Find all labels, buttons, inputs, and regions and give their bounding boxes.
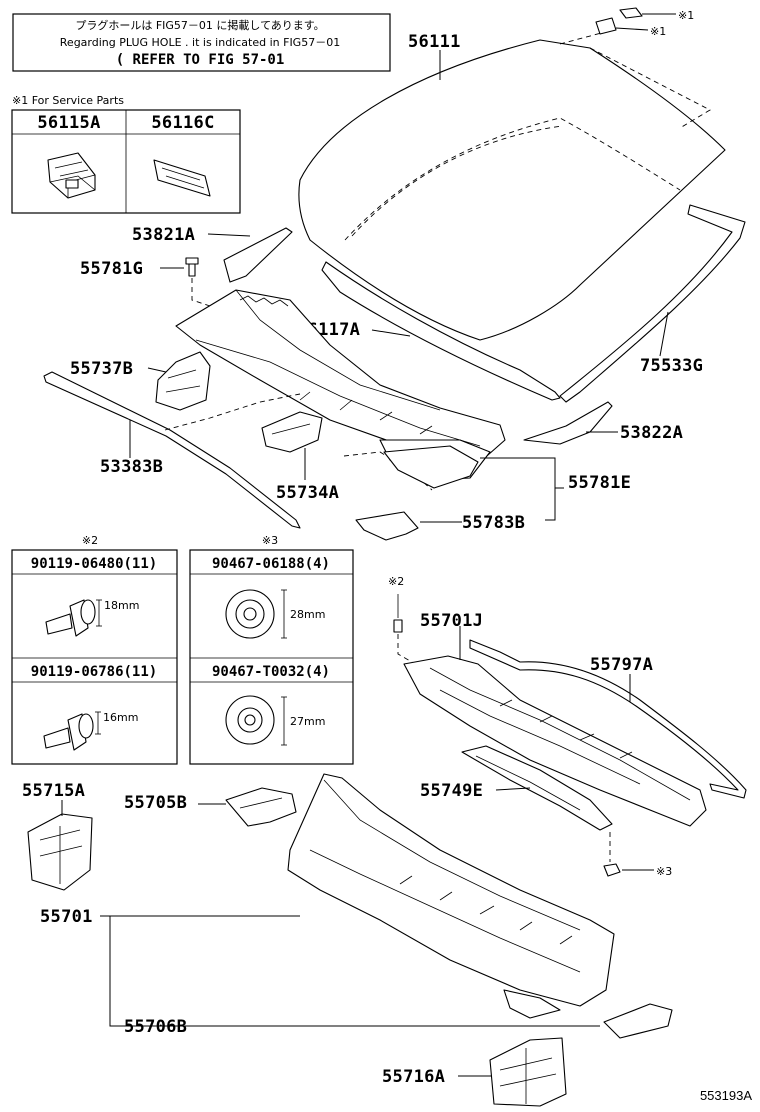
mark-3-table: ※3 <box>262 534 278 547</box>
bolt-mark2 <box>393 594 403 633</box>
clip-27mm-icon <box>225 695 287 746</box>
label-55734A[interactable]: 55734A <box>276 483 339 503</box>
fastener-90467-06188[interactable]: 90467-06188(4) <box>212 556 330 572</box>
label-53383B[interactable]: 53383B <box>100 457 163 477</box>
bolt-18mm-icon <box>45 599 102 637</box>
label-75533G[interactable]: 75533G <box>640 356 703 376</box>
label-55737B[interactable]: 55737B <box>70 359 133 379</box>
mark-3-part: ※3 <box>656 865 672 878</box>
mark-2-table: ※2 <box>82 534 98 547</box>
label-55781G[interactable]: 55781G <box>80 259 143 279</box>
note-line-ref: ( REFER TO FIG 57-01 <box>116 52 285 68</box>
dash-panel-55701[interactable] <box>287 773 615 1019</box>
fastener-90119-06786[interactable]: 90119-06786(11) <box>31 664 157 680</box>
bracket-55715A[interactable] <box>27 813 93 891</box>
leader-56117A <box>371 329 411 337</box>
mark-2-part: ※2 <box>388 575 404 588</box>
leader-55781E <box>480 457 556 521</box>
label-55706B[interactable]: 55706B <box>124 1017 187 1037</box>
bracket-55737B[interactable] <box>155 351 211 411</box>
note-line-ja: プラグホールは FIG57－01 に掲載してあります。 <box>75 18 324 32</box>
seal-55797A[interactable] <box>469 639 747 799</box>
label-55701[interactable]: 55701 <box>40 907 93 927</box>
dim-16mm: 16mm <box>103 711 138 724</box>
service-part-56115A[interactable]: 56115A <box>37 113 100 133</box>
cowl-side-panel-53822A[interactable] <box>523 401 613 445</box>
label-55749E[interactable]: 55749E <box>420 781 483 801</box>
leader-55701 <box>100 915 600 1027</box>
leader-75533G <box>659 311 669 357</box>
leader-53821A <box>207 233 251 237</box>
bolt-16mm-icon <box>43 711 101 751</box>
service-part-56116C[interactable]: 56116C <box>151 113 214 133</box>
label-55705B[interactable]: 55705B <box>124 793 187 813</box>
bracket-55716A[interactable] <box>489 1037 567 1107</box>
bracket-55706B[interactable] <box>603 1003 673 1039</box>
dim-27mm: 27mm <box>290 715 325 728</box>
plug-hole-note: プラグホールは FIG57－01 に掲載してあります。 Regarding PL… <box>12 13 391 72</box>
leader-55749E <box>495 787 531 791</box>
windshield-glass[interactable] <box>298 31 726 341</box>
label-55797A[interactable]: 55797A <box>590 655 653 675</box>
fastener-table-right: ※3 90467-06188(4) 90467-T0032(4) 28mm 27… <box>189 534 354 765</box>
bracket-55705B[interactable] <box>225 787 297 827</box>
nut-mark3 <box>603 863 621 877</box>
figure-reference: 553193A <box>700 1088 752 1103</box>
clip-28mm-icon <box>225 589 287 639</box>
dim-28mm: 28mm <box>290 608 325 621</box>
label-55701J[interactable]: 55701J <box>420 611 483 631</box>
label-55716A[interactable]: 55716A <box>382 1067 445 1087</box>
molding-56117A[interactable] <box>321 261 561 401</box>
mark-1-b: ※1 <box>650 25 666 38</box>
bracket-55734A[interactable] <box>261 411 323 453</box>
cowl-panel-55701J[interactable] <box>403 655 707 827</box>
fastener-90119-06480[interactable]: 90119-06480(11) <box>31 556 157 572</box>
note-line-en: Regarding PLUG HOLE . it is indicated in… <box>60 36 340 49</box>
clip-56116C-drawing <box>153 159 211 197</box>
fastener-90467-T0032[interactable]: 90467-T0032(4) <box>212 664 330 680</box>
label-55715A[interactable]: 55715A <box>22 781 85 801</box>
clip-top <box>595 7 676 35</box>
seal-53383B[interactable] <box>43 371 301 529</box>
label-56111[interactable]: 56111 <box>408 32 461 52</box>
mark-1-a: ※1 <box>678 9 694 22</box>
molding-75533G[interactable] <box>559 204 746 403</box>
service-parts-title: ※1 For Service Parts <box>12 94 124 107</box>
screw-55781G[interactable] <box>185 257 199 277</box>
leader-55737B <box>147 367 167 373</box>
label-55781E[interactable]: 55781E <box>568 473 631 493</box>
fastener-table-left: ※2 90119-06480(11) 90119-06786(11) 18mm … <box>11 534 178 765</box>
label-53822A[interactable]: 53822A <box>620 423 683 443</box>
bracket-55781E[interactable] <box>383 445 479 489</box>
cover-55783B[interactable] <box>355 511 419 541</box>
cowl-side-panel-53821A[interactable] <box>223 227 293 283</box>
label-55783B[interactable]: 55783B <box>462 513 525 533</box>
label-53821A[interactable]: 53821A <box>132 225 195 245</box>
dim-18mm: 18mm <box>104 599 139 612</box>
service-parts-box: ※1 For Service Parts 56115A 56116C <box>11 94 241 214</box>
clip-56115A-drawing <box>47 152 96 199</box>
